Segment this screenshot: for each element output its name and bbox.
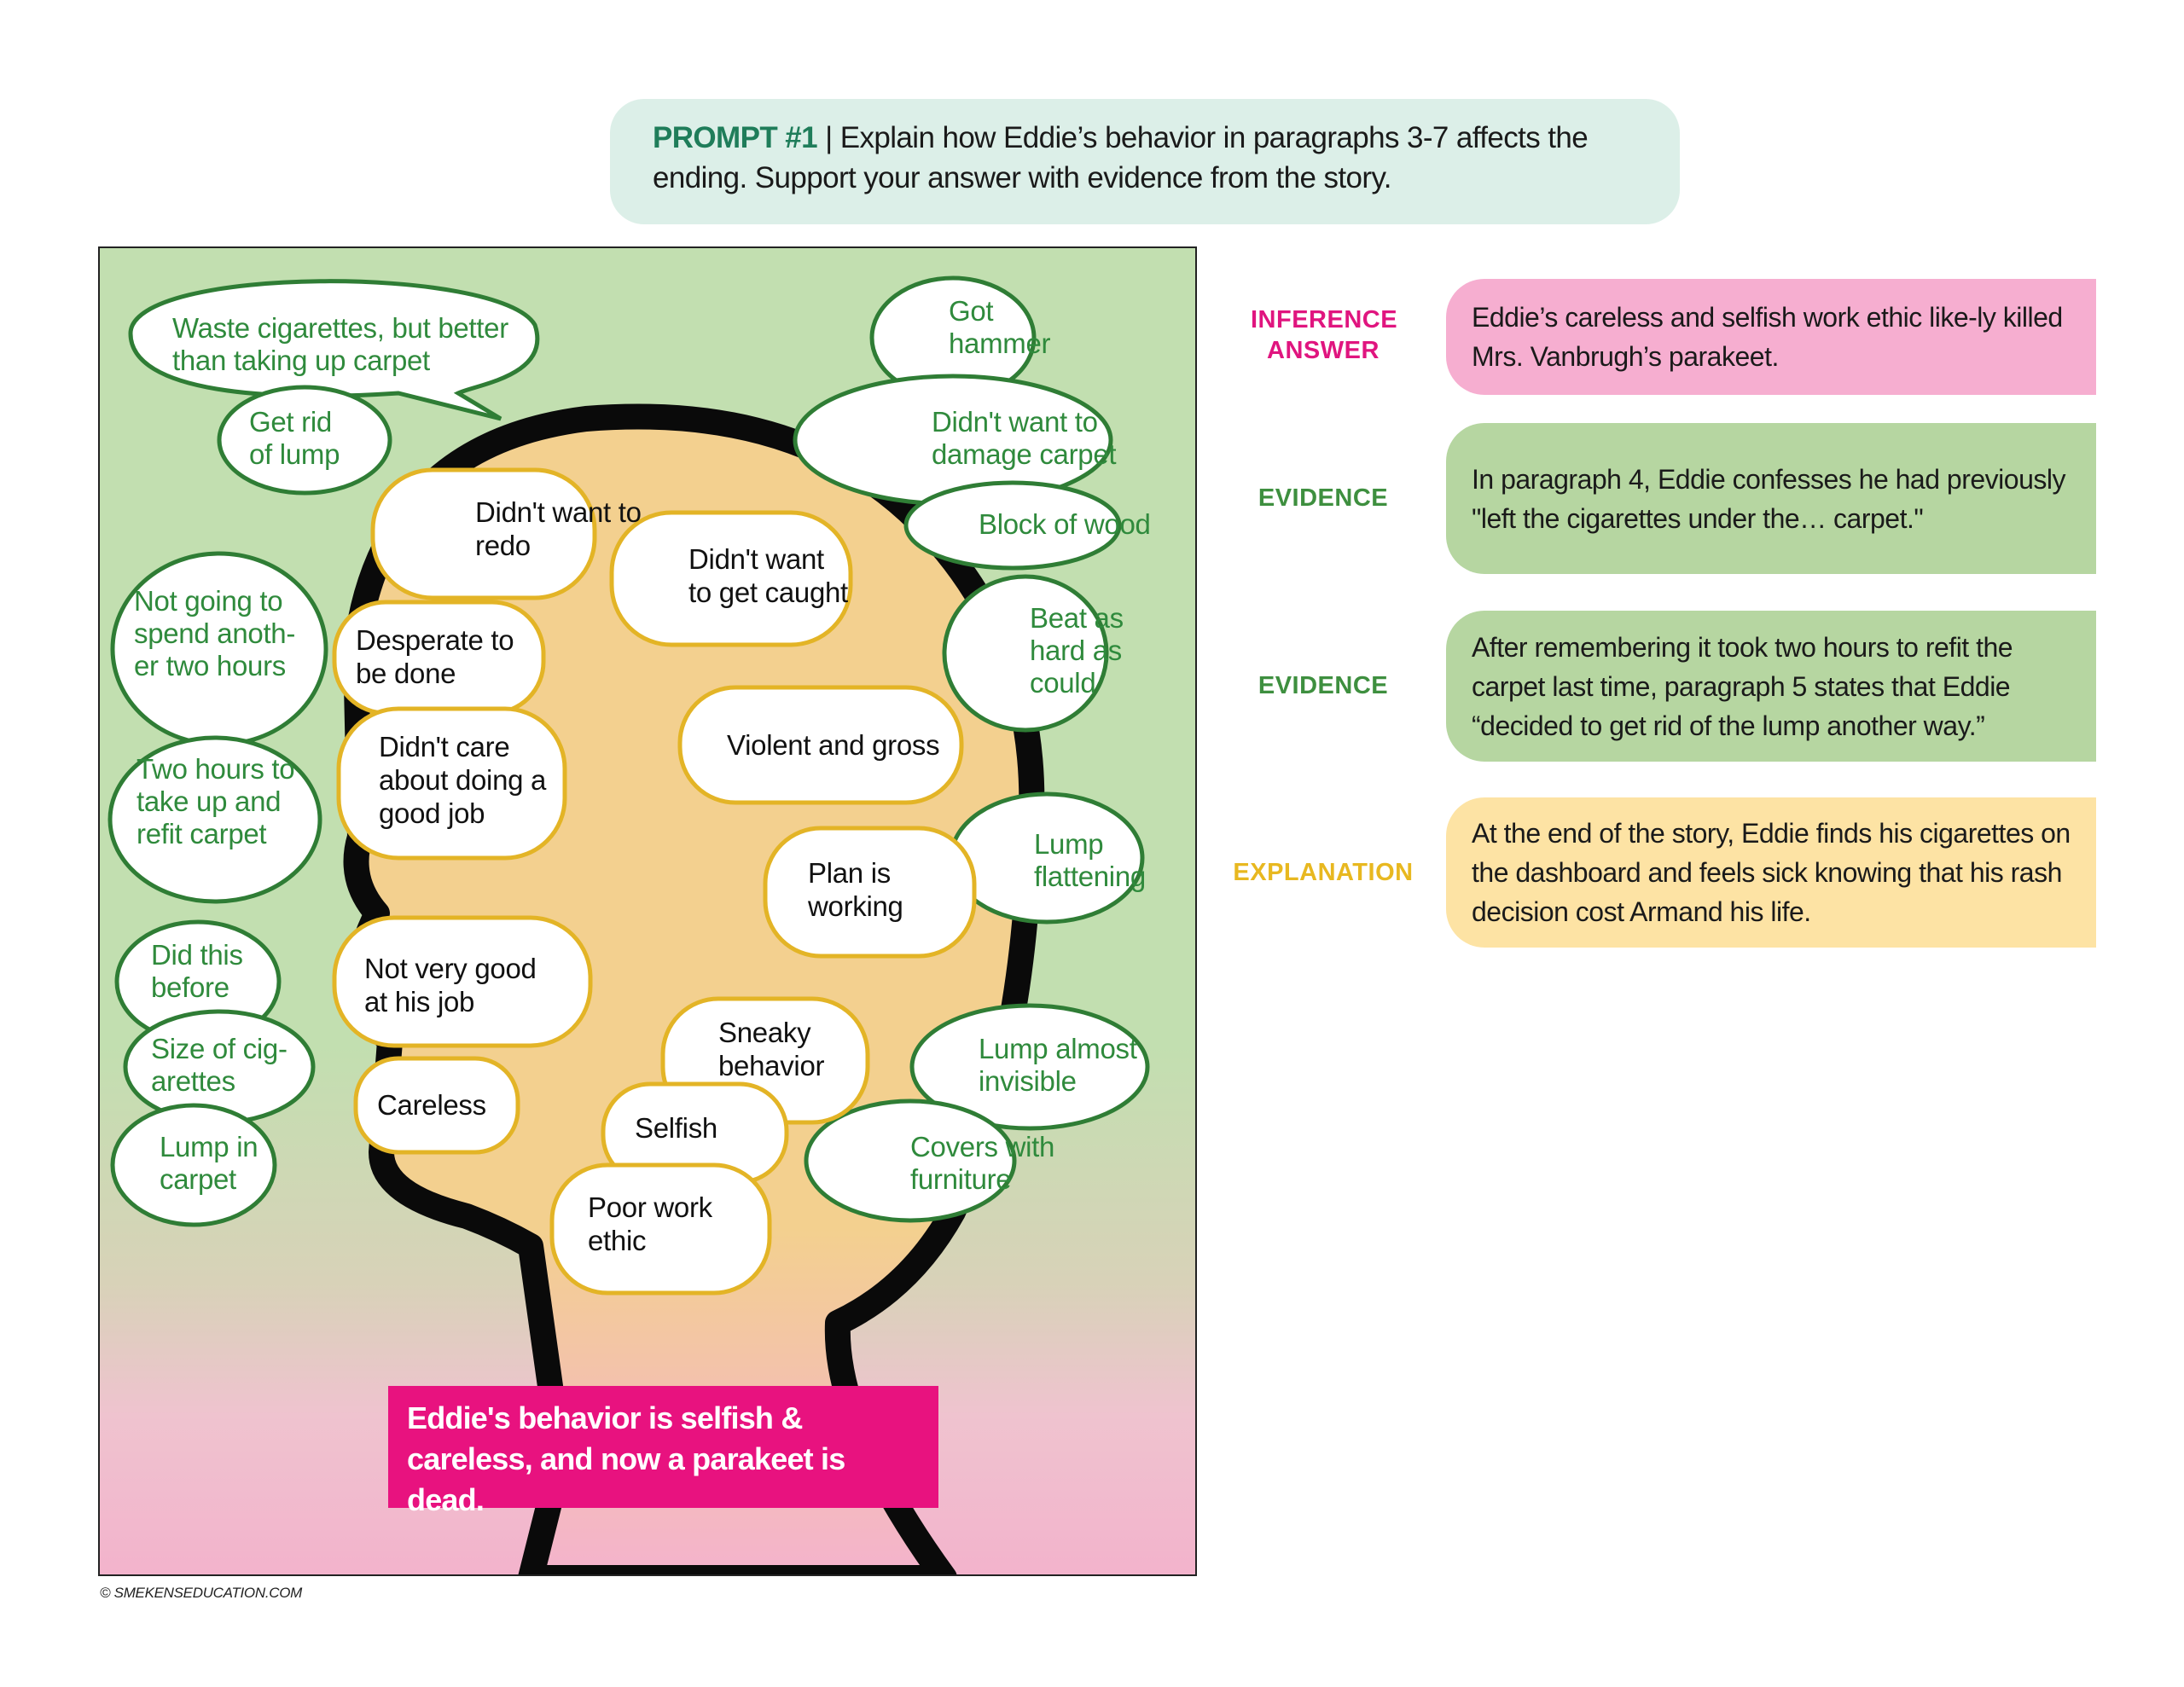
speech-bubble: Didn't want to damage carpet xyxy=(932,406,1117,470)
conclusion-caption: Eddie's behavior is selfish & careless, … xyxy=(388,1386,938,1517)
copyright-credit: © SMEKENSEDUCATION.COM xyxy=(100,1585,303,1601)
speech-bubble: Waste cigarettes, but better than taking… xyxy=(172,312,508,376)
thought-cloud: Violent and gross xyxy=(727,729,940,761)
speech-bubble: Lump in carpet xyxy=(160,1131,258,1195)
section-label-evidence-1: EVIDENCE xyxy=(1258,484,1389,512)
prompt-separator: | xyxy=(816,121,840,154)
section-label-evidence-2: EVIDENCE xyxy=(1258,672,1389,699)
speech-bubble: Beat as hard as could xyxy=(1030,602,1124,699)
prompt-text: PROMPT #1 | Explain how Eddie’s behavior… xyxy=(653,118,1637,198)
speech-bubble: Lump flattening xyxy=(1034,828,1146,892)
thought-cloud: Desperate to be done xyxy=(356,624,514,689)
section-label-explanation: EXPLANATION xyxy=(1233,859,1414,886)
thought-cloud: Didn't want to get caught xyxy=(688,543,848,608)
section-text: At the end of the story, Eddie finds his… xyxy=(1472,818,2071,927)
speech-bubble: Two hours to take up and refit carpet xyxy=(136,753,295,849)
thought-cloud: Didn't care about doing a good job xyxy=(379,731,547,829)
section-text: In paragraph 4, Eddie confesses he had p… xyxy=(1472,463,2065,534)
prompt-label: PROMPT #1 xyxy=(653,121,818,154)
thought-cloud: Didn't want to redo xyxy=(475,496,642,561)
speech-bubble: Block of wood xyxy=(979,508,1151,540)
speech-bubble: Got hammer xyxy=(949,295,1051,359)
thought-cloud: Not very good at his job xyxy=(364,953,537,1017)
section-label-inference: INFERENCE ANSWER xyxy=(1251,306,1398,364)
section-box-evidence-1: In paragraph 4, Eddie confesses he had p… xyxy=(1446,423,2096,574)
speech-bubble: Covers with furniture xyxy=(910,1131,1055,1195)
speech-bubble: Lump almost invisible xyxy=(979,1033,1137,1097)
section-box-explanation: At the end of the story, Eddie finds his… xyxy=(1446,797,2096,948)
thought-cloud: Plan is working xyxy=(808,857,903,922)
speech-bubble: Did this before xyxy=(151,939,243,1003)
section-text: After remembering it took two hours to r… xyxy=(1472,631,2013,741)
prompt-question: Explain how Eddie’s behavior in paragrap… xyxy=(653,121,1589,194)
speech-bubble: Get rid of lump xyxy=(249,406,340,470)
speech-bubble: Size of cig-arettes xyxy=(151,1033,288,1097)
section-box-evidence-2: After remembering it took two hours to r… xyxy=(1446,611,2096,762)
thought-cloud: Poor work ethic xyxy=(588,1191,712,1256)
prompt-box: PROMPT #1 | Explain how Eddie’s behavior… xyxy=(610,99,1680,224)
thought-cloud: Sneaky behavior xyxy=(718,1017,825,1081)
thought-cloud: Careless xyxy=(377,1089,486,1121)
head-diagram: Waste cigarettes, but better than taking… xyxy=(98,246,1197,1576)
section-text: Eddie’s careless and selfish work ethic … xyxy=(1472,302,2063,372)
speech-bubble: Not going to spend anoth-er two hours xyxy=(134,585,296,681)
section-box-inference: Eddie’s careless and selfish work ethic … xyxy=(1446,279,2096,395)
thought-cloud: Selfish xyxy=(635,1112,717,1144)
